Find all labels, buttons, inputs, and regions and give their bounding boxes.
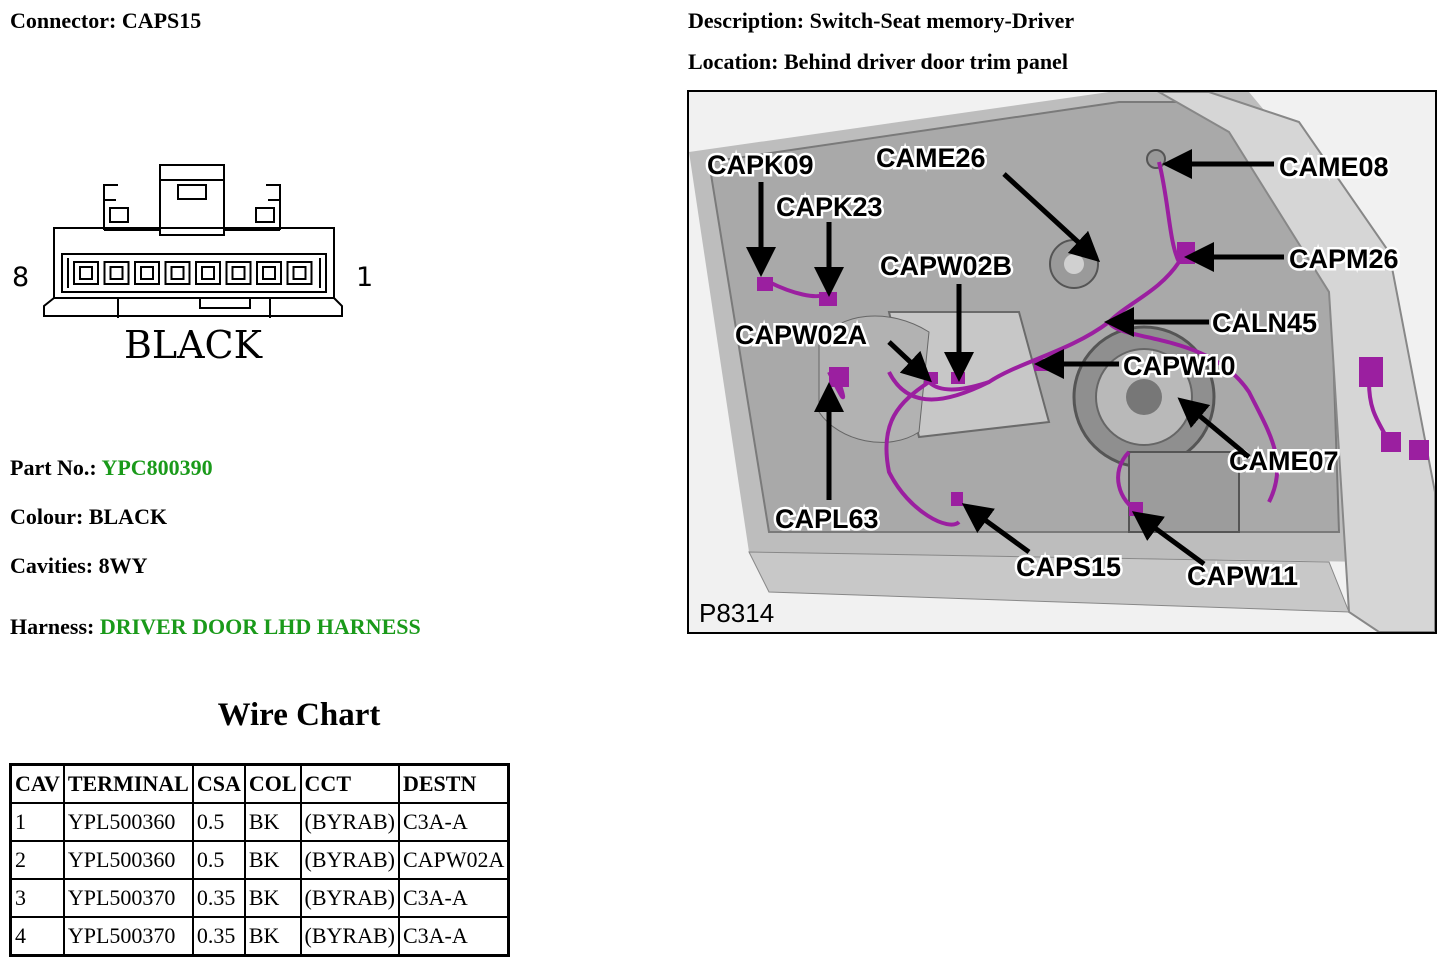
header-csa: CSA <box>191 763 246 804</box>
table-header-row: CAV TERMINAL CSA COL CCT DESTN <box>9 763 510 804</box>
cavity <box>134 261 160 285</box>
cell-cct: (BYRAB) <box>299 840 401 880</box>
callout-capw02b: CAPW02B <box>880 251 1012 281</box>
cell-cct: (BYRAB) <box>299 916 401 957</box>
cell-destn: C3A-A <box>398 878 510 918</box>
header-terminal: TERMINAL <box>62 763 194 804</box>
cavity-number-right: 1 <box>356 262 373 293</box>
callout-caln45: CALN45 <box>1212 308 1317 338</box>
callout-caps15: CAPS15 <box>1016 552 1121 582</box>
header-destn: DESTN <box>398 763 510 804</box>
table-row: 1 YPL500360 0.5 BK (BYRAB) C3A-A <box>9 802 510 842</box>
cell-col: BK <box>243 878 302 918</box>
figure-id-label: P8314 <box>699 598 774 628</box>
cavity <box>103 261 130 285</box>
cell-col: BK <box>243 916 302 957</box>
callout-came07: CAME07 <box>1229 446 1339 476</box>
cavity-terminal <box>140 266 154 280</box>
header-cct: CCT <box>299 763 401 804</box>
wire-chart-table: CAV TERMINAL CSA COL CCT DESTN 1 YPL5003… <box>9 763 511 957</box>
location-label: Location: <box>688 49 779 74</box>
cell-cav: 2 <box>9 840 65 880</box>
description-field: Description: Switch-Seat memory-Driver <box>688 8 1074 34</box>
location-figure: CAPK09 CAME26 CAME08 CAPK23 CAPM26 CAPW0… <box>687 90 1437 634</box>
cell-cav: 3 <box>9 878 65 918</box>
part-no-link[interactable]: YPC800390 <box>101 455 213 480</box>
wire-chart-title: Wire Chart <box>217 697 381 733</box>
connector-label: Connector: <box>10 8 117 33</box>
part-no-label: Part No.: <box>10 455 97 480</box>
cell-cav: 4 <box>9 916 65 957</box>
door-illustration: CAPK09 CAME26 CAME08 CAPK23 CAPM26 CAPW0… <box>689 92 1435 632</box>
cell-destn: C3A-A <box>398 916 510 957</box>
harness-link[interactable]: DRIVER DOOR LHD HARNESS <box>99 614 421 639</box>
cavity-terminal <box>262 266 276 280</box>
cavity <box>286 261 313 285</box>
cell-destn: CAPW02A <box>398 840 510 880</box>
cavity <box>256 261 282 285</box>
colour-field: Colour: BLACK <box>10 504 167 530</box>
cavity-number-left: 8 <box>12 262 29 293</box>
cell-csa: 0.5 <box>191 802 246 842</box>
cell-destn: C3A-A <box>398 802 510 842</box>
callout-capm26: CAPM26 <box>1289 244 1399 274</box>
cavity-terminal <box>170 266 185 280</box>
cavity-terminal <box>231 266 246 280</box>
table-row: 3 YPL500370 0.35 BK (BYRAB) C3A-A <box>9 878 510 918</box>
callout-capw11: CAPW11 <box>1187 561 1298 591</box>
connector-title: Connector: CAPS15 <box>10 8 201 34</box>
callout-came08: CAME08 <box>1279 152 1389 182</box>
cell-csa: 0.5 <box>191 840 246 880</box>
location-field: Location: Behind driver door trim panel <box>688 49 1068 75</box>
callout-came26: CAME26 <box>876 143 986 173</box>
callout-capl63: CAPL63 <box>775 504 879 534</box>
cell-cav: 1 <box>9 802 65 842</box>
table-row: 2 YPL500360 0.5 BK (BYRAB) CAPW02A <box>9 840 510 880</box>
cavities-field: Cavities: 8WY <box>10 553 147 579</box>
connector-value: CAPS15 <box>121 8 202 33</box>
cavity-row <box>73 261 313 285</box>
callout-capw10: CAPW10 <box>1123 351 1236 381</box>
cell-terminal: YPL500370 <box>62 916 194 957</box>
callout-capk23: CAPK23 <box>776 192 883 222</box>
colour-value: BLACK <box>88 504 168 529</box>
harness-field: Harness: DRIVER DOOR LHD HARNESS <box>10 614 421 640</box>
cavities-label: Cavities: <box>10 553 94 578</box>
cavity <box>164 261 191 285</box>
connector-colour-text: BLACK <box>124 323 263 367</box>
cavity-terminal <box>109 266 124 280</box>
cavity-terminal <box>292 266 307 280</box>
cavity <box>195 261 221 285</box>
header-col: COL <box>243 763 302 804</box>
description-value: Switch-Seat memory-Driver <box>809 8 1075 33</box>
cell-cct: (BYRAB) <box>299 802 401 842</box>
part-no-field: Part No.: YPC800390 <box>10 455 213 481</box>
cell-cct: (BYRAB) <box>299 878 401 918</box>
cell-csa: 0.35 <box>191 916 246 957</box>
cavity-terminal <box>201 266 215 280</box>
cavity-terminal <box>79 266 93 280</box>
connector-body <box>53 227 335 299</box>
description-label: Description: <box>688 8 805 33</box>
header-cav: CAV <box>9 763 65 804</box>
cavity <box>73 261 99 285</box>
cell-terminal: YPL500370 <box>62 878 194 918</box>
cavities-value: 8WY <box>98 553 148 578</box>
callout-capk09: CAPK09 <box>707 150 814 180</box>
cell-col: BK <box>243 840 302 880</box>
harness-label: Harness: <box>10 614 95 639</box>
cavity <box>225 261 252 285</box>
cell-col: BK <box>243 802 302 842</box>
colour-label: Colour: <box>10 504 84 529</box>
table-row: 4 YPL500370 0.35 BK (BYRAB) C3A-A <box>9 916 510 957</box>
cell-csa: 0.35 <box>191 878 246 918</box>
callout-arrows <box>746 149 1284 567</box>
connector-latch <box>159 164 225 236</box>
connector-face-diagram: 8 1 BLACK <box>12 164 373 367</box>
cell-terminal: YPL500360 <box>62 840 194 880</box>
location-value: Behind driver door trim panel <box>783 49 1068 74</box>
callout-capw02a: CAPW02A <box>735 320 867 350</box>
cell-terminal: YPL500360 <box>62 802 194 842</box>
